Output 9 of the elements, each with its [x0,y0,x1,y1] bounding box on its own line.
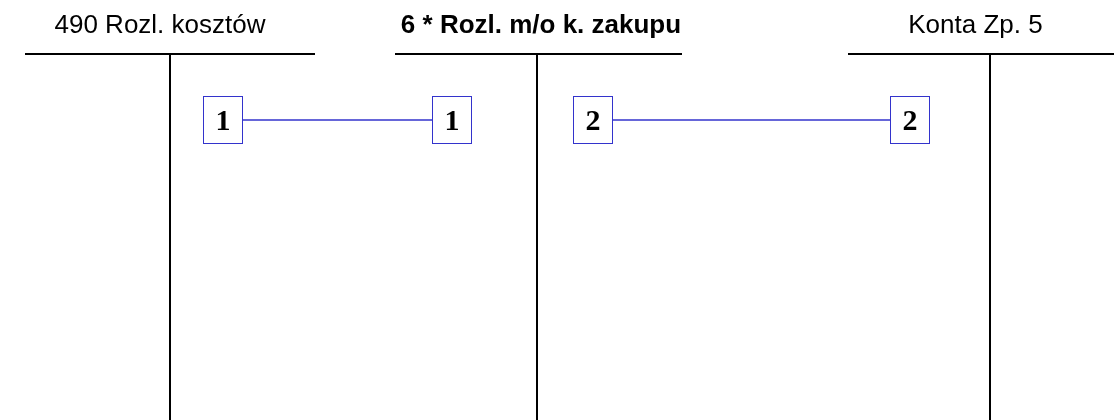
account-title: Konta Zp. 5 [907,9,1044,40]
entry-number-box: 2 [890,96,930,144]
account-title: 6 * Rozl. m/o k. zakupu [399,9,683,40]
entry-number-box: 2 [573,96,613,144]
entry-number-box: 1 [432,96,472,144]
account-title: 490 Rozl. kosztów [53,9,267,40]
connector-line [612,119,891,121]
connector-line [242,119,433,121]
entry-number-box: 1 [203,96,243,144]
